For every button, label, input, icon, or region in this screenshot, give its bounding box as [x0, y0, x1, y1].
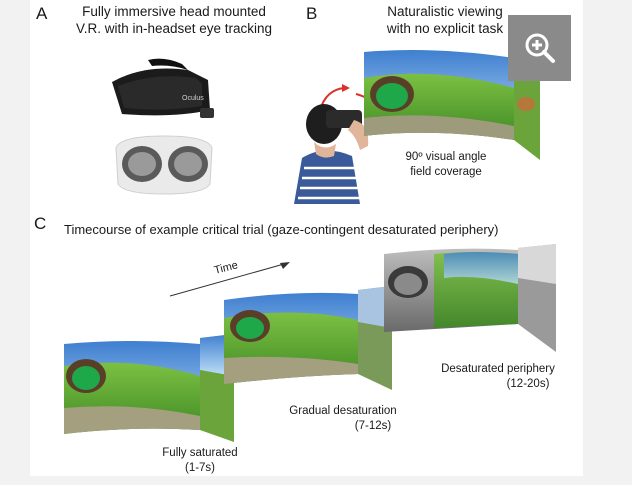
stage-2-range: (7-12s) — [354, 419, 392, 432]
scene-fully-saturated-image — [64, 334, 234, 442]
vr-headset-image: Oculus — [112, 58, 214, 118]
coverage-line1: 90º visual angle — [405, 151, 487, 163]
headset-brand-text: Oculus — [182, 95, 204, 102]
zoom-in-icon — [525, 33, 555, 63]
stage-3-name: Desaturated periphery — [441, 363, 555, 375]
viewer-person-image — [294, 84, 382, 204]
zoom-in-button[interactable] — [508, 15, 571, 81]
stage-caption-1: Fully saturated (1-7s) — [150, 446, 250, 475]
panel-a-label: A — [36, 4, 48, 23]
panel-b-caption-line2: with no explicit task — [386, 21, 504, 36]
coverage-line2: field coverage — [410, 165, 482, 178]
stage-caption-2: Gradual desaturation (7-12s) — [276, 404, 410, 433]
stage-1-name: Fully saturated — [162, 447, 238, 459]
panel-a-caption: Fully immersive head mounted V.R. with i… — [58, 3, 290, 37]
stage-3-range: (12-20s) — [506, 377, 550, 390]
panel-b-label: B — [306, 4, 318, 23]
panel-a-caption-line1: Fully immersive head mounted — [82, 4, 266, 19]
stage-caption-3: Desaturated periphery (12-20s) — [428, 362, 568, 391]
panel-c-label: C — [34, 214, 47, 233]
scene-desaturated-periphery-image — [384, 244, 556, 352]
stage-1-range: (1-7s) — [184, 461, 216, 474]
scene-gradual-desaturation-image — [224, 286, 392, 390]
time-arrow — [169, 262, 290, 297]
panel-c-title: Timecourse of example critical trial (ga… — [64, 222, 499, 237]
panel-b-coverage: 90º visual angle field coverage — [386, 150, 506, 179]
panel-a-caption-line2: V.R. with in-headset eye tracking — [75, 21, 273, 36]
panel-b-caption-line1: Naturalistic viewing — [387, 4, 503, 19]
panel-b-caption: Naturalistic viewing with no explicit ta… — [360, 3, 530, 37]
eye-tracking-lenses-image — [115, 135, 213, 195]
figure: A Fully immersive head mounted V.R. with… — [30, 0, 583, 476]
stage-2-name: Gradual desaturation — [289, 405, 397, 417]
panel-b-scene-image — [364, 50, 540, 160]
